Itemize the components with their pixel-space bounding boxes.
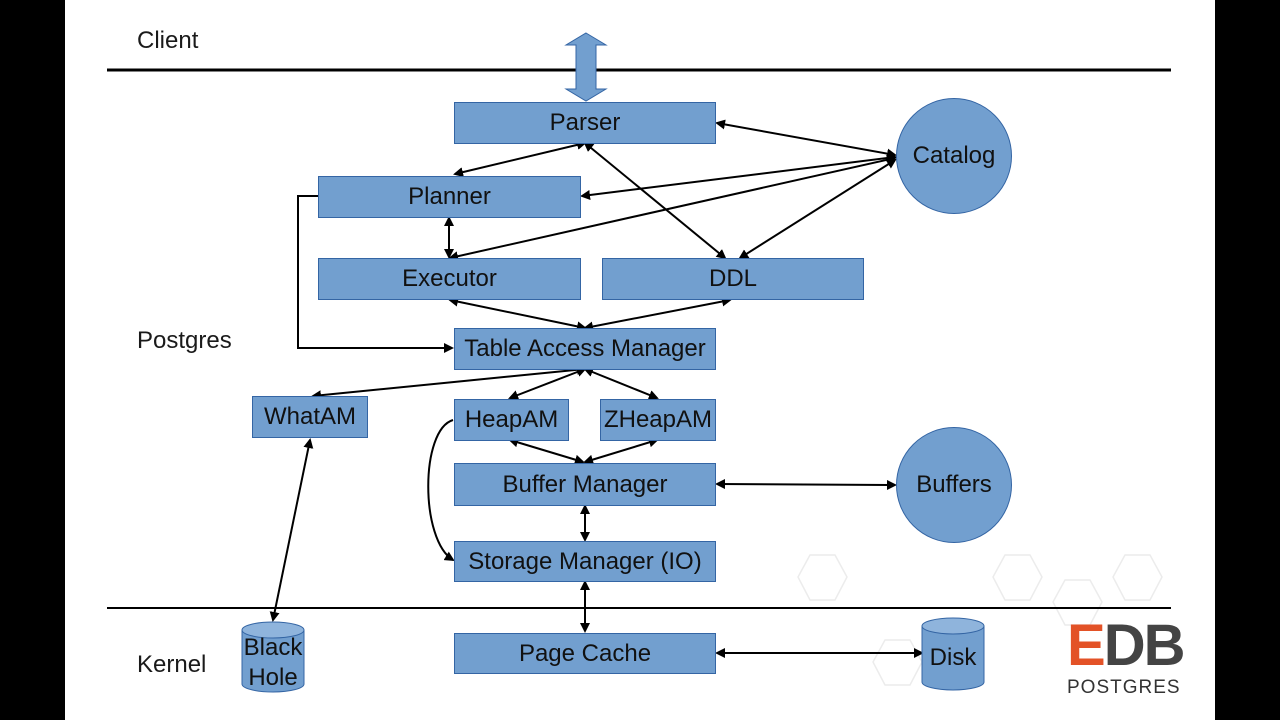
heapam-box: HeapAM [454,399,569,441]
whatam-box: WhatAM [252,396,368,438]
black-hole-cylinder [241,621,305,693]
right-black-bar [1215,0,1280,720]
executor-box: Executor [318,258,581,300]
edb-e-letter: E [1067,613,1106,678]
parser-box: Parser [454,102,716,144]
page-cache-box: Page Cache [454,633,716,674]
edb-wordmark: EDB [1067,617,1187,675]
black-hole-label: Black Hole [237,633,309,693]
disk-label: Disk [929,644,977,671]
kernel-layer-label: Kernel [137,651,207,678]
postgres-wordmark: POSTGRES [1067,677,1181,698]
storage-manager-box: Storage Manager (IO) [454,541,716,582]
buffers-circle: Buffers [896,427,1012,543]
disk-cylinder [921,617,985,691]
ddl-box: DDL [602,258,864,300]
black-hole-label-line2: Hole [248,664,298,691]
edb-postgres-logo: EDB POSTGRES [1067,617,1187,699]
connector-lines [107,32,1171,693]
client-layer-label: Client [137,27,199,54]
planner-box: Planner [318,176,581,218]
table-access-manager-box: Table Access Manager [454,328,716,370]
postgres-layer-label: Postgres [137,327,232,354]
edb-db-letters: DB [1103,613,1186,678]
zheapam-box: ZHeapAM [600,399,716,441]
client-parser-double-arrow [564,32,608,102]
catalog-circle: Catalog [896,98,1012,214]
black-hole-label-line1: Black [243,634,303,661]
left-black-bar [0,0,65,720]
slide: Client Postgres Kernel [65,0,1215,720]
buffer-manager-box: Buffer Manager [454,463,716,506]
